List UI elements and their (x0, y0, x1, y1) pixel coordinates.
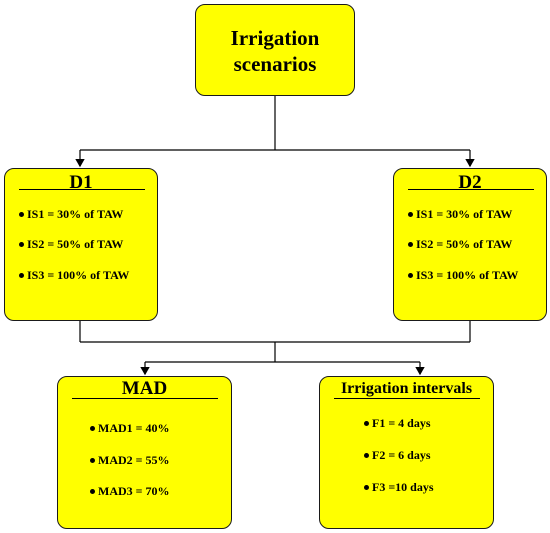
bullet-icon (90, 425, 95, 431)
bullet-icon (19, 272, 24, 278)
d2-item-1: IS1 = 30% of TAW (408, 207, 512, 222)
bullet-icon (408, 272, 413, 278)
d1-title: D1 (69, 172, 93, 193)
intervals-item-3: F3 =10 days (364, 480, 434, 495)
d2-title: D2 (458, 172, 482, 193)
bullet-icon (408, 241, 413, 247)
intervals-title-rule (334, 398, 480, 399)
d2-item-2: IS2 = 50% of TAW (408, 237, 512, 252)
d1-item-3: IS3 = 100% of TAW (19, 268, 129, 283)
root-title: Irrigation scenarios (196, 25, 354, 77)
d2-node: D2 IS1 = 30% of TAW IS2 = 50% of TAW IS3… (393, 168, 547, 321)
intervals-title: Irrigation intervals (340, 380, 473, 397)
mad-item-1: MAD1 = 40% (90, 421, 170, 436)
root-title-line2: scenarios (233, 52, 317, 76)
bullet-icon (90, 488, 95, 494)
mad-title: MAD (121, 378, 168, 399)
mad-item-2: MAD2 = 55% (90, 453, 170, 468)
root-title-line1: Irrigation (230, 26, 320, 50)
bullet-icon (364, 484, 369, 490)
bullet-icon (364, 452, 369, 458)
bullet-icon (90, 457, 95, 463)
d2-item-3: IS3 = 100% of TAW (408, 268, 518, 283)
d2-title-rule (408, 189, 534, 190)
bullet-icon (19, 211, 24, 217)
bullet-icon (408, 211, 413, 217)
d1-node: D1 IS1 = 30% of TAW IS2 = 50% of TAW IS3… (4, 168, 158, 321)
d1-item-1: IS1 = 30% of TAW (19, 207, 123, 222)
mad-node: MAD MAD1 = 40% MAD2 = 55% MAD3 = 70% (57, 376, 232, 529)
intervals-item-2: F2 = 6 days (364, 448, 431, 463)
intervals-node: Irrigation intervals F1 = 4 days F2 = 6 … (319, 376, 494, 529)
d1-title-rule (19, 189, 145, 190)
bullet-icon (19, 241, 24, 247)
mad-title-rule (72, 398, 218, 399)
d1-item-2: IS2 = 50% of TAW (19, 237, 123, 252)
bullet-icon (364, 420, 369, 426)
intervals-item-1: F1 = 4 days (364, 416, 431, 431)
root-node: Irrigation scenarios (195, 4, 355, 96)
mad-item-3: MAD3 = 70% (90, 484, 170, 499)
